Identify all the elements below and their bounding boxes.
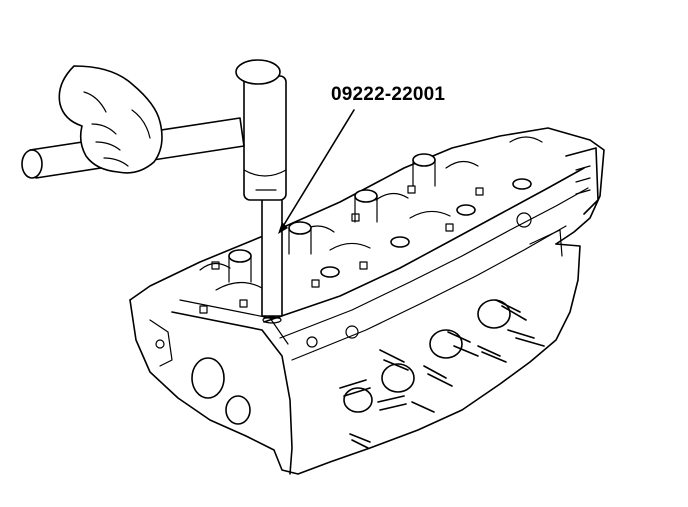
leader-arrowhead — [278, 222, 288, 234]
valve-guide-installer-tool — [261, 197, 283, 324]
intake-ports — [191, 299, 511, 425]
exhaust-studs — [339, 299, 545, 449]
valve-tappets — [228, 153, 532, 283]
label-leader-line — [281, 109, 355, 229]
hand — [58, 65, 163, 174]
cylinder-head — [129, 127, 605, 475]
tool-part-number-label: 09222-22001 — [331, 84, 446, 105]
